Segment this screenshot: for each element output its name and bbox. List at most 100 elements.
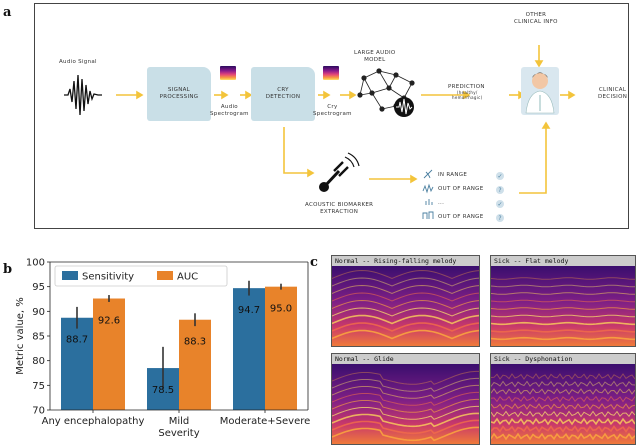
check-icon: ✓ — [496, 172, 504, 180]
harmonic-band — [332, 426, 479, 442]
spectrogram-normal-glide: Normal -- Glide — [331, 353, 480, 445]
legend-label: AUC — [177, 272, 198, 283]
harmonic-band — [491, 336, 635, 341]
bar-value-label: 92.6 — [98, 316, 120, 327]
y-tick-label: 75 — [32, 381, 45, 392]
spectrogram-sick-dysphonation: Sick -- Dysphonation — [490, 353, 636, 445]
harmonic-band — [332, 398, 479, 413]
pipeline-frame — [34, 3, 629, 229]
pipeline-graphics — [64, 45, 576, 219]
harmonic-band — [332, 307, 479, 317]
audio-spectrogram-thumb — [220, 66, 236, 80]
spectrogram-image-1 — [332, 266, 479, 346]
y-tick-label: 80 — [32, 356, 45, 367]
harmonic-band — [332, 412, 479, 428]
legend-box — [54, 265, 228, 287]
harmonic-band — [491, 373, 635, 380]
spectrogram-title: Normal -- Rising-falling melody — [332, 256, 479, 266]
harmonic-band — [332, 384, 479, 399]
harmonic-band — [491, 410, 635, 418]
bar-auc — [179, 319, 211, 410]
spectrogram-normal-rising-falling: Normal -- Rising-falling melody — [331, 255, 480, 347]
panel-b-letter: b — [3, 262, 13, 277]
harmonic-band — [491, 321, 635, 326]
harmonic-band — [491, 299, 635, 303]
spectrogram-image-2 — [491, 266, 635, 346]
biomarker-item-label: OUT OF RANGE — [438, 214, 484, 220]
spectrogram-background — [491, 266, 635, 346]
harmonic-band — [332, 377, 479, 392]
harmonic-band — [491, 417, 635, 426]
cry-spectrogram-thumb — [323, 66, 339, 80]
bar-value-label: 95.0 — [270, 304, 292, 315]
harmonic-band — [491, 403, 635, 410]
harmonic-band — [491, 292, 635, 295]
harmonic-band — [332, 277, 479, 287]
panel-a-letter: a — [3, 5, 12, 20]
harmonic-band — [491, 307, 635, 310]
prediction-sublabel: (healthy/hemorrhagic) — [452, 90, 483, 100]
harmonic-band — [491, 425, 635, 433]
harmonic-band — [491, 284, 635, 288]
check-icon: ✓ — [496, 200, 504, 208]
harmonic-band — [491, 277, 635, 280]
question-icon: ? — [496, 186, 504, 194]
harmonic-band — [332, 284, 479, 295]
y-tick-label: 95 — [32, 282, 45, 293]
harmonic-band — [332, 391, 479, 406]
harmonic-band — [332, 322, 479, 332]
legend-swatch — [62, 271, 78, 280]
biomarker-item-label: ... — [438, 200, 445, 206]
audio-signal-label: Audio Signal — [59, 59, 97, 65]
audio-model-badge-icon — [394, 97, 414, 117]
harmonic-band — [332, 269, 479, 280]
harmonic-band — [491, 314, 635, 318]
spectrogram-title: Sick -- Flat melody — [491, 256, 635, 266]
harmonic-band — [491, 395, 635, 403]
harmonic-band — [332, 292, 479, 302]
doctor-icon — [521, 67, 559, 115]
harmonic-band — [491, 380, 635, 388]
x-tick-label: Moderate+Severe — [220, 416, 311, 427]
harmonic-band — [491, 329, 635, 333]
x-tick-label: Any encephalopathy — [42, 416, 145, 427]
harmonic-band — [332, 370, 479, 385]
harmonic-band — [332, 405, 479, 420]
harmonic-band — [332, 314, 479, 325]
tuning-fork-icon — [319, 152, 360, 192]
prediction-label: PREDICTION — [448, 84, 485, 90]
biomarker-icon-2 — [422, 183, 434, 194]
harmonic-band — [332, 329, 479, 340]
bar-auc — [93, 298, 125, 410]
legend-label: Sensitivity — [82, 272, 134, 283]
biomarker-icon-4 — [422, 211, 434, 219]
bar-value-label: 94.7 — [238, 305, 260, 316]
y-tick-label: 90 — [32, 307, 45, 318]
y-tick-label: 70 — [32, 406, 45, 417]
spectrogram-image-4 — [491, 364, 635, 444]
y-tick-label: 100 — [26, 258, 45, 269]
biomarker-item-label: OUT OF RANGE — [438, 186, 484, 192]
spectrogram-title: Normal -- Glide — [332, 354, 479, 364]
biomarker-icon-1 — [423, 169, 433, 179]
bar-sensitivity — [233, 288, 265, 410]
spectrogram-image-3 — [332, 364, 479, 444]
question-icon: ? — [496, 214, 504, 222]
audio-waveform-icon — [64, 74, 102, 116]
harmonic-band — [491, 388, 635, 395]
biomarker-item-label: IN RANGE — [438, 172, 468, 178]
legend-swatch — [157, 271, 173, 280]
biomarker-icon-3 — [425, 199, 433, 205]
bar-auc — [265, 286, 297, 410]
harmonic-band — [332, 299, 479, 310]
harmonic-band — [332, 419, 479, 435]
y-axis-label: Metric value, % — [15, 297, 26, 374]
panel-c-letter: c — [310, 255, 318, 270]
bar-sensitivity — [61, 317, 93, 410]
